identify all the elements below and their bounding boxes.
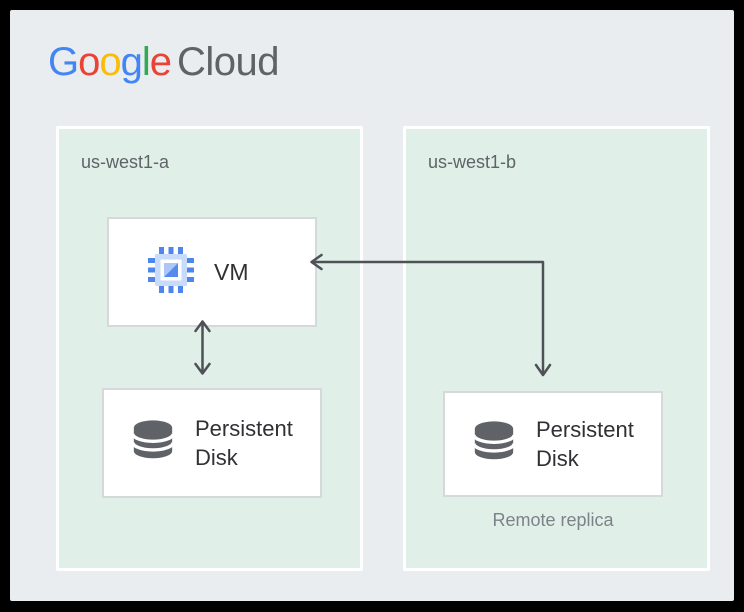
persistent-disk-icon <box>471 419 517 470</box>
logo-letter: G <box>48 40 79 84</box>
vm-node-label: VM <box>214 258 249 285</box>
vm-node: VM <box>107 217 317 327</box>
logo-letter: l <box>141 40 151 84</box>
logo-product-name: Cloud <box>177 40 280 84</box>
logo-letter: g <box>120 40 143 84</box>
logo-letter: o <box>78 40 100 84</box>
compute-engine-icon <box>147 246 195 299</box>
persistent-disk-a-node: Persistent Disk <box>102 388 322 498</box>
zone-us-west1-b: us-west1-b <box>403 126 710 571</box>
persistent-disk-icon <box>130 418 176 469</box>
remote-replica-caption: Remote replica <box>492 510 614 530</box>
persistent-disk-b-label: Persistent Disk <box>536 417 634 471</box>
persistent-disk-b-node: Persistent Disk <box>443 391 663 497</box>
zone-a-label: us-west1-a <box>81 152 170 172</box>
zone-b-label: us-west1-b <box>428 152 517 172</box>
logo-letter: e <box>149 40 172 84</box>
zone-us-west1-a: us-west1-a <box>56 126 363 571</box>
persistent-disk-a-label: Persistent Disk <box>195 416 293 470</box>
logo-letter: o <box>99 40 121 84</box>
